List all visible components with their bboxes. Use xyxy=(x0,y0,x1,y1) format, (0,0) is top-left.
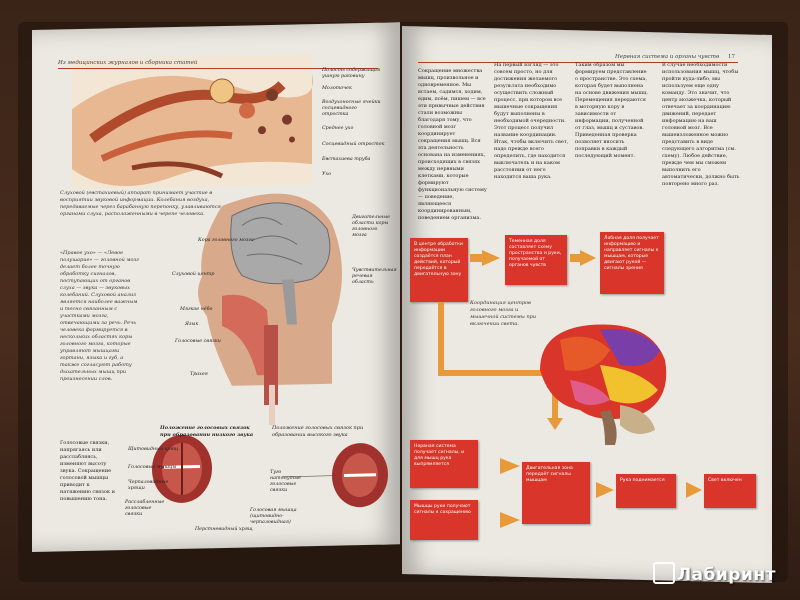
ear-anatomy-illustration xyxy=(72,54,313,190)
flow-box-light-on: Свет включен xyxy=(704,474,756,508)
label-cricoid: Перстневидный хрящ xyxy=(195,527,253,532)
label-mastoid: Сосцевидный отросток xyxy=(322,142,385,147)
left-side-text: «Правое ухо» — «Левое полушарие» — голов… xyxy=(60,250,139,382)
vocal-cords-illustration xyxy=(152,434,388,508)
watermark: Лабиринт xyxy=(652,562,776,586)
left-page-illustrations xyxy=(72,54,388,508)
labyrinth-logo-icon xyxy=(652,562,675,584)
right-col-3: Таким образом мы формируем представление… xyxy=(575,62,648,159)
vocal-high-title: Положение голосовых связок при образован… xyxy=(272,425,364,438)
watermark-text: Лабиринт xyxy=(676,565,776,585)
page-number: 17 xyxy=(728,54,735,60)
right-col-4: В случае необходимости использования мыш… xyxy=(662,62,740,187)
label-thyroid-cartilage: Щитовидный хрящ xyxy=(128,447,179,452)
label-air-cells: Воздухоносные ячейки сосцевидного отрост… xyxy=(322,100,381,117)
label-middle-ear: Среднее ухо xyxy=(322,126,354,131)
right-page-header: Нервная система и органы чувств xyxy=(615,54,720,60)
label-speech-area: Чувствительная речевая область xyxy=(352,268,397,285)
left-header-rule xyxy=(58,68,378,69)
label-tight-cords: Туго натянутые голосовые связки xyxy=(270,470,301,493)
left-bottom-text: Голосовые связки, напрягаясь или расслаб… xyxy=(60,440,115,502)
label-vocal-muscles: Голосовые мышцы xyxy=(128,465,177,470)
label-vocal-muscle: Голосовая мышца (щитовидно-черпаловидная… xyxy=(250,508,297,525)
flow-caption: Координация центров головного мозга и мы… xyxy=(470,300,537,327)
flow-box-arm-rises: Рука поднимается xyxy=(616,474,676,508)
label-ear-cavity: Полость содержащая ушную раковину xyxy=(322,68,381,79)
label-arytenoid: Черпаловидные хрящи xyxy=(128,480,169,491)
label-vocal-cords: Голосовые связки xyxy=(175,339,221,344)
label-relaxed-cords: Расслабленные голосовые связки xyxy=(125,500,165,517)
label-cortex: Кора головного мозга xyxy=(198,238,254,243)
flow-box-frontal: Лобная доля получает информацию и направ… xyxy=(600,232,664,294)
label-eustachian-tube: Евстахиева труба xyxy=(322,157,371,162)
flow-box-arm-muscles: Мышцы руки получают сигналы к сокращению xyxy=(410,500,478,540)
flow-box-nervous-system: Нервная система получает сигналы, и для … xyxy=(410,440,478,488)
label-motor-areas: Двигательные области коры головного мозг… xyxy=(352,215,391,238)
left-page-header: Из медицинских журналов и сборника стате… xyxy=(58,60,198,66)
flow-box-planning: В центре обработки информации создаётся … xyxy=(410,238,468,302)
ear-caption: Слуховой (евстахиевый) аппарат принимает… xyxy=(60,190,221,217)
flow-box-motor-zone: Двигательная зона передаёт сигналы мышца… xyxy=(522,462,590,524)
right-col-2: На первый взгляд — это совсем просто, но… xyxy=(494,62,569,180)
label-soft-palate: Мягкое нёбо xyxy=(180,307,213,312)
head-brain-illustration xyxy=(198,193,342,426)
label-ear: Ухо xyxy=(322,172,332,177)
label-trachea: Трахея xyxy=(190,372,208,377)
label-auditory-center: Слуховой центр xyxy=(172,272,215,277)
left-page xyxy=(32,22,400,552)
right-header-rule xyxy=(418,62,738,63)
label-hammer: Молоточек xyxy=(322,86,352,91)
vocal-low-title: Положение голосовых связок при образован… xyxy=(160,425,254,438)
right-col-1: Сокращение множества мышц, произвольное … xyxy=(418,68,487,221)
label-tongue: Язык xyxy=(185,322,199,327)
flow-box-parietal: Теменная доля составляет схему пространс… xyxy=(505,235,567,285)
